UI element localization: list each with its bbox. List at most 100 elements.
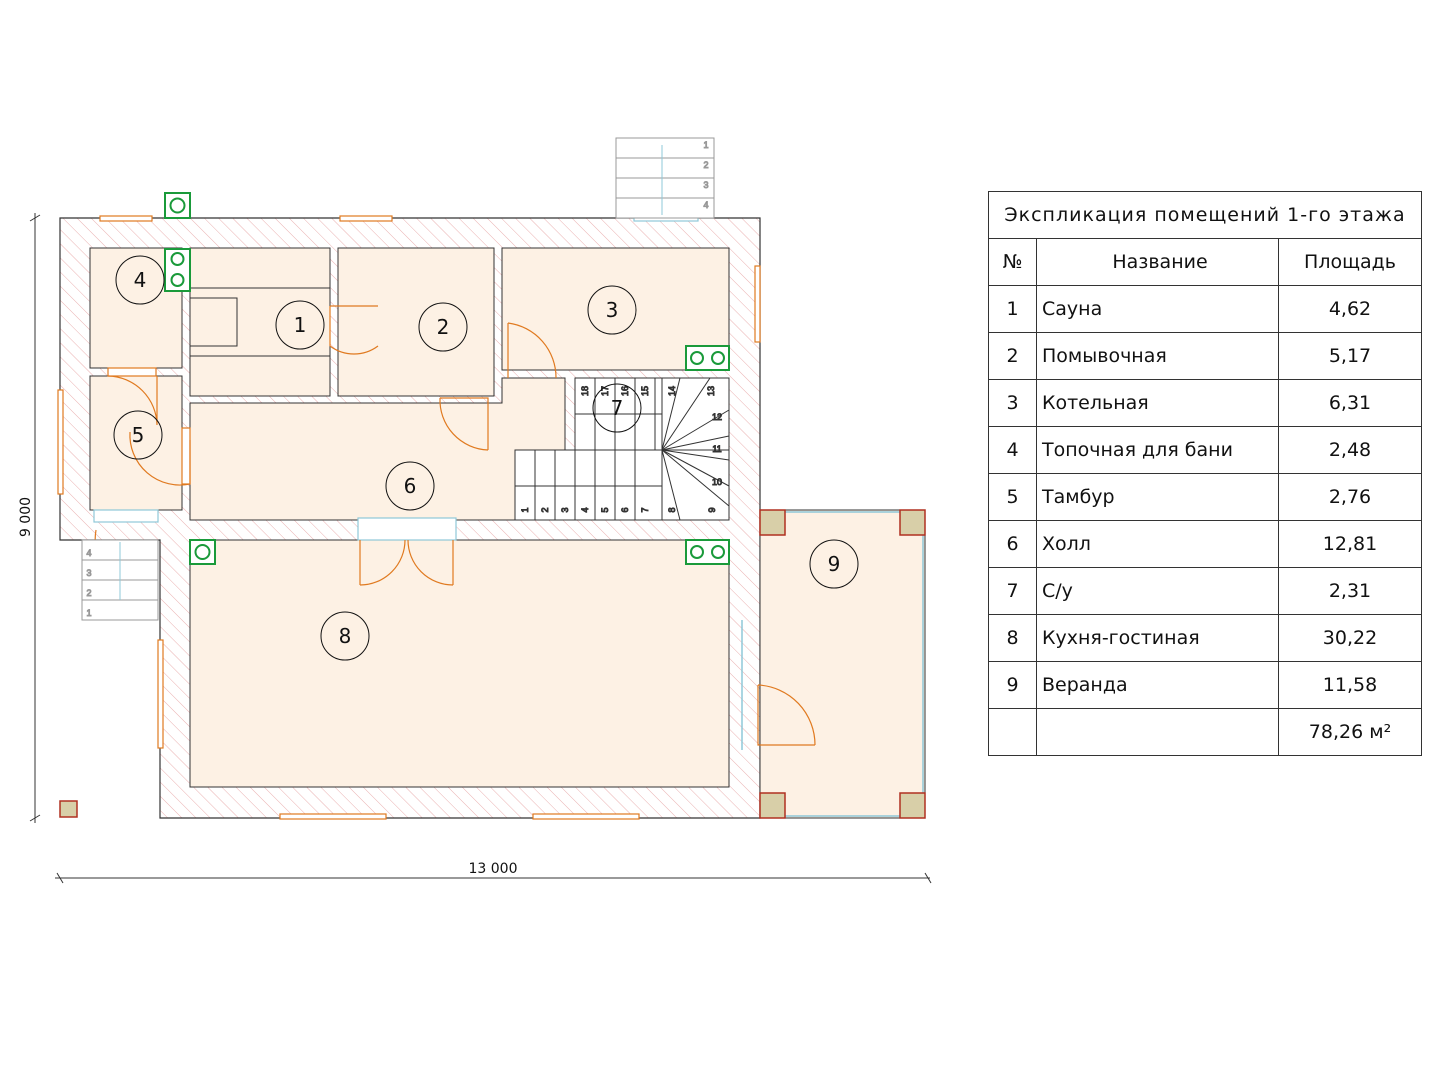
- veranda-columns: [59, 509, 926, 819]
- step-label: 3: [703, 180, 708, 190]
- step-label: 3: [86, 568, 91, 578]
- room-number-9: 9: [828, 552, 841, 576]
- veranda-glazing: [741, 511, 924, 817]
- step-number: 6: [620, 507, 630, 512]
- cell-name: Сауна: [1036, 285, 1279, 333]
- step-number: 11: [712, 444, 721, 454]
- cell-name: Тамбур: [1036, 473, 1279, 521]
- room-number-5: 5: [132, 423, 145, 447]
- cell-name: Кухня-гостиная: [1036, 614, 1279, 662]
- step-label: 2: [86, 588, 91, 598]
- room-5: [89, 375, 183, 511]
- step-number: 3: [560, 507, 570, 512]
- room-labels: [113, 255, 859, 661]
- step-label: 1: [703, 140, 708, 150]
- step-number: 4: [580, 507, 590, 512]
- cell-num: 2: [988, 332, 1037, 380]
- header-num: №: [988, 238, 1037, 286]
- stair-tread: [661, 409, 730, 451]
- room-number-4: 4: [134, 268, 147, 292]
- cell-name: Помывочная: [1036, 332, 1279, 380]
- step-number: 10: [712, 477, 722, 487]
- cell-num: 4: [988, 426, 1037, 474]
- room-1: [189, 247, 331, 397]
- cell-num: 1: [988, 285, 1037, 333]
- width-dimension: 13 000: [469, 861, 518, 877]
- table-title: Экспликация помещений 1-го этажа: [988, 191, 1422, 239]
- cell-num: 8: [988, 614, 1037, 662]
- cell-area: 30,22: [1278, 614, 1422, 662]
- total-row: 78,26 м²: [988, 708, 1422, 756]
- porch-steps-left: 1 2 3 4: [81, 539, 159, 621]
- step-number: 15: [640, 386, 650, 396]
- cell-num: 3: [988, 379, 1037, 427]
- cell-area: 4,62: [1278, 285, 1422, 333]
- rooms: [89, 247, 926, 819]
- cell-empty: [988, 708, 1037, 756]
- stair-tread: [661, 377, 681, 451]
- step-number: 14: [667, 386, 677, 396]
- cell-name: Холл: [1036, 520, 1279, 568]
- step-number: 2: [540, 507, 550, 512]
- stair-tread: [661, 449, 730, 507]
- stair-tread: [661, 435, 730, 451]
- header-name: Название: [1036, 238, 1279, 286]
- cell-area: 11,58: [1278, 661, 1422, 709]
- ventilation-ducts: [164, 192, 730, 565]
- step-number: 16: [620, 386, 630, 396]
- stair-tread: [661, 449, 681, 521]
- cell-num: 7: [988, 567, 1037, 615]
- step-label: 1: [86, 608, 91, 618]
- stair-tread: [661, 377, 711, 451]
- cell-area: 2,76: [1278, 473, 1422, 521]
- total-area: 78,26 м²: [1278, 708, 1422, 756]
- room-number-8: 8: [339, 624, 352, 648]
- header-area: Площадь: [1278, 238, 1422, 286]
- cell-area: 12,81: [1278, 520, 1422, 568]
- cell-num: 5: [988, 473, 1037, 521]
- cell-area: 2,48: [1278, 426, 1422, 474]
- room-number-3: 3: [606, 298, 619, 322]
- room-number-1: 1: [294, 313, 307, 337]
- step-number: 7: [640, 507, 650, 512]
- step-number: 1: [520, 507, 530, 512]
- room-number-7: 7: [611, 396, 624, 420]
- cell-name: С/у: [1036, 567, 1279, 615]
- porch-steps-top: 1 2 3 4: [615, 137, 715, 219]
- room-schedule-table: Экспликация помещений 1-го этажа № Назва…: [988, 191, 1422, 756]
- step-label: 2: [703, 160, 708, 170]
- cell-name: Веранда: [1036, 661, 1279, 709]
- step-label: 4: [86, 548, 91, 558]
- room-number-6: 6: [404, 474, 417, 498]
- cell-area: 2,31: [1278, 567, 1422, 615]
- cell-area: 5,17: [1278, 332, 1422, 380]
- sauna-benches: [189, 287, 330, 357]
- dimension-lines: [29, 213, 932, 884]
- room-2: [337, 247, 495, 397]
- step-number: 17: [600, 386, 610, 396]
- step-number: 9: [707, 507, 717, 512]
- stair-tread: [661, 449, 730, 487]
- step-label: 4: [703, 200, 708, 210]
- step-number: 13: [706, 386, 716, 396]
- cell-num: 9: [988, 661, 1037, 709]
- cell-area: 6,31: [1278, 379, 1422, 427]
- height-dimension: 9 000: [18, 497, 34, 537]
- step-number: 18: [580, 386, 590, 396]
- step-number: 8: [667, 507, 677, 512]
- room-8: [189, 539, 730, 788]
- cell-num: 6: [988, 520, 1037, 568]
- cell-name: Котельная: [1036, 379, 1279, 427]
- cell-name: Топочная для бани: [1036, 426, 1279, 474]
- room-number-2: 2: [437, 315, 450, 339]
